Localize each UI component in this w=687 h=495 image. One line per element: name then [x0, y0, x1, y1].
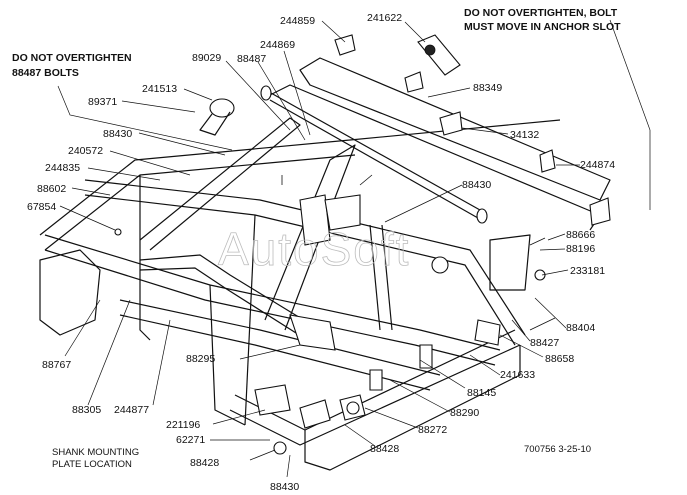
note-shank-mounting-line1: SHANK MOUNTING [52, 447, 139, 458]
note-shank-mounting-line2: PLATE LOCATION [52, 459, 132, 470]
part-label: 88487 [237, 53, 266, 65]
part-label: 88290 [450, 407, 479, 419]
part-label: 88430 [270, 481, 299, 493]
note-anchor-slot-line2: MUST MOVE IN ANCHOR SLOT [464, 21, 621, 33]
part-label: 88145 [467, 387, 496, 399]
frame-structure [39, 34, 611, 471]
part-label: 240572 [68, 145, 103, 157]
part-label: 88404 [566, 322, 595, 334]
part-label: 88305 [72, 404, 101, 416]
part-label: 88349 [473, 82, 502, 94]
part-label: 241633 [500, 369, 535, 381]
part-label: 88272 [418, 424, 447, 436]
part-label: 88430 [462, 179, 491, 191]
note-overtighten-88487-line2: 88487 BOLTS [12, 67, 79, 79]
part-label: 88196 [566, 243, 595, 255]
part-label: 67854 [27, 201, 56, 213]
part-label: 89371 [88, 96, 117, 108]
part-label: 88295 [186, 353, 215, 365]
part-label: 88428 [370, 443, 399, 455]
part-label: 244835 [45, 162, 80, 174]
part-label: 221196 [166, 419, 200, 431]
part-label: 34132 [510, 129, 539, 141]
part-label: 88658 [545, 353, 574, 365]
part-label: 244869 [260, 39, 295, 51]
part-label: 244877 [114, 404, 149, 416]
part-label: 89029 [192, 52, 221, 64]
leader-lines [57, 19, 651, 478]
part-label: 88767 [42, 359, 71, 371]
part-label: 233181 [570, 265, 605, 277]
part-label: 88430 [103, 128, 132, 140]
watermark-text: AutoSoft [218, 223, 410, 275]
part-label: 88602 [37, 183, 66, 195]
part-label: 88666 [566, 229, 595, 241]
part-label: 241513 [142, 83, 177, 95]
part-label: 88427 [530, 337, 559, 349]
note-anchor-slot-line1: DO NOT OVERTIGHTEN, BOLT [464, 7, 618, 19]
part-callouts: 244859 241622 89029 88487 244869 88349 2… [27, 12, 615, 493]
part-label: 244859 [280, 15, 315, 27]
part-label: 62271 [176, 434, 205, 446]
drawing-id: 700756 3-25-10 [524, 444, 591, 455]
part-label: 241622 [367, 12, 402, 24]
part-label: 244874 [580, 159, 615, 171]
part-label: 88428 [190, 457, 219, 469]
note-overtighten-88487-line1: DO NOT OVERTIGHTEN [12, 52, 132, 64]
